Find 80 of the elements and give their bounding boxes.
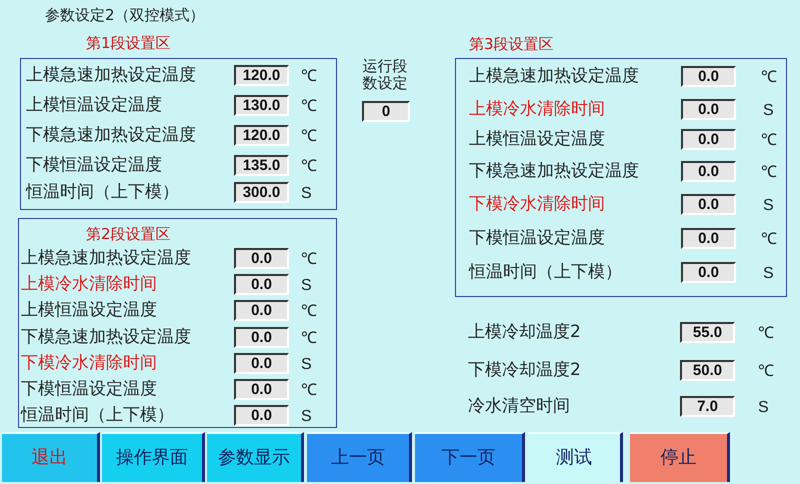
field-label: 下模冷水清除时间 — [469, 194, 605, 214]
value-field: 0.0 — [234, 248, 289, 269]
value-field: 0.0 — [681, 129, 736, 150]
value-field: 0.0 — [234, 405, 289, 426]
unit-label: ℃ — [301, 250, 317, 270]
field-label: 上模急速加热设定温度 — [469, 66, 639, 86]
field-label: 下模恒温设定温度 — [21, 379, 157, 399]
value-field: 0.0 — [681, 228, 736, 249]
unit-label: S — [301, 407, 312, 427]
unit-label: ℃ — [301, 127, 317, 147]
field-label: 上模恒温设定温度 — [26, 95, 162, 115]
settings-panel — [18, 218, 337, 428]
unit-label: ℃ — [301, 302, 317, 322]
unit-label: ℃ — [301, 67, 317, 87]
field-label: 下模冷却温度2 — [468, 360, 581, 380]
field-label: 恒温时间（上下模） — [21, 405, 174, 425]
panel-heading: 第1段设置区 — [86, 34, 171, 52]
value-field: 0.0 — [681, 194, 736, 215]
value-field: 0.0 — [234, 327, 289, 348]
panel-heading: 第3段设置区 — [469, 35, 554, 53]
unit-label: ℃ — [761, 68, 777, 88]
field-label: 恒温时间（上下模） — [469, 262, 622, 282]
field-label: 下模恒温设定温度 — [469, 228, 605, 248]
unit-label: ℃ — [758, 362, 774, 382]
menu-button: 操作界面 — [102, 432, 205, 482]
menu-button: 停止 — [630, 432, 730, 482]
unit-label: S — [301, 355, 312, 375]
menu-button: 退出 — [2, 432, 100, 482]
unit-label: ℃ — [761, 163, 777, 183]
menu-button: 下一页 — [415, 432, 525, 482]
unit-label: S — [301, 184, 312, 204]
field-label: 上模冷却温度2 — [468, 322, 581, 342]
field-label: 上模急速加热设定温度 — [26, 65, 196, 85]
unit-label: ℃ — [301, 381, 317, 401]
value-field: 0.0 — [234, 379, 289, 400]
menu-button: 上一页 — [307, 432, 412, 482]
value-field: 0 — [362, 101, 410, 122]
unit-label: ℃ — [758, 324, 774, 344]
unit-label: ℃ — [301, 97, 317, 117]
value-field: 50.0 — [680, 360, 735, 381]
value-field: 7.0 — [680, 396, 735, 417]
unit-label: S — [763, 196, 774, 216]
unit-label: ℃ — [761, 131, 777, 151]
screen-title: 参数设定2（双控模式） — [45, 6, 205, 25]
field-label: 下模冷水清除时间 — [21, 353, 157, 373]
field-label: 恒温时间（上下模） — [26, 182, 179, 202]
field-label: 冷水清空时间 — [468, 396, 570, 416]
field-label: 上模急速加热设定温度 — [21, 248, 191, 268]
value-field: 130.0 — [234, 95, 289, 116]
value-field: 0.0 — [234, 300, 289, 321]
unit-label: ℃ — [301, 329, 317, 349]
unit-label: ℃ — [761, 230, 777, 250]
value-field: 0.0 — [681, 161, 736, 182]
value-field: 0.0 — [681, 66, 736, 87]
field-label: 上模冷水清除时间 — [21, 274, 157, 294]
field-label: 运行段数设定 — [362, 58, 408, 92]
menu-button: 测试 — [528, 432, 623, 482]
unit-label: S — [763, 264, 774, 284]
field-label: 下模恒温设定温度 — [26, 155, 162, 175]
field-label: 上模冷水清除时间 — [469, 99, 605, 119]
field-label: 下模急速加热设定温度 — [26, 125, 196, 145]
value-field: 120.0 — [234, 65, 289, 86]
field-label: 下模急速加热设定温度 — [469, 161, 639, 181]
unit-label: ℃ — [301, 157, 317, 177]
value-field: 135.0 — [234, 155, 289, 176]
value-field: 0.0 — [234, 274, 289, 295]
panel-heading: 第2段设置区 — [86, 225, 171, 243]
field-label: 上模恒温设定温度 — [21, 300, 157, 320]
value-field: 120.0 — [234, 125, 289, 146]
menu-button: 参数显示 — [207, 432, 304, 482]
value-field: 300.0 — [234, 182, 289, 203]
value-field: 0.0 — [681, 262, 736, 283]
value-field: 0.0 — [234, 353, 289, 374]
unit-label: S — [763, 101, 774, 121]
field-label: 下模急速加热设定温度 — [21, 327, 191, 347]
value-field: 55.0 — [680, 322, 735, 343]
unit-label: S — [758, 398, 769, 418]
field-label: 上模恒温设定温度 — [469, 129, 605, 149]
value-field: 0.0 — [681, 99, 736, 120]
unit-label: S — [301, 276, 312, 296]
